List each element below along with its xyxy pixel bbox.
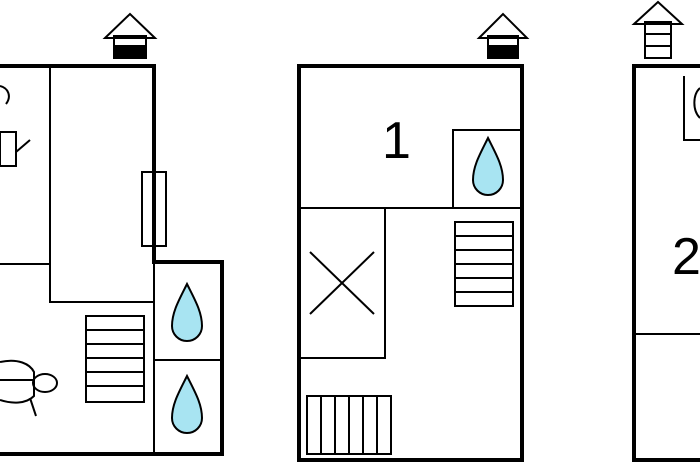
room-number: 1 bbox=[382, 112, 411, 170]
floor-plan-second: 2 bbox=[631, 0, 700, 462]
floor-plan-ground bbox=[0, 12, 224, 456]
room-number: 2 bbox=[672, 228, 700, 286]
stairs-icon bbox=[306, 395, 392, 455]
house-level-icon bbox=[102, 12, 158, 59]
window-icon bbox=[141, 171, 167, 247]
lamp-icon bbox=[0, 85, 31, 167]
stairs-icon bbox=[454, 221, 514, 307]
water-drop-icon bbox=[170, 373, 204, 434]
bathtub-icon bbox=[683, 76, 700, 141]
house-level-icon bbox=[476, 12, 530, 59]
floor-plan-first: 1 bbox=[297, 12, 530, 462]
chair-icon bbox=[0, 359, 58, 417]
house-level-icon bbox=[631, 0, 685, 59]
water-drop-icon bbox=[471, 135, 505, 196]
stairs-icon bbox=[85, 315, 145, 403]
water-drop-icon bbox=[170, 281, 204, 342]
